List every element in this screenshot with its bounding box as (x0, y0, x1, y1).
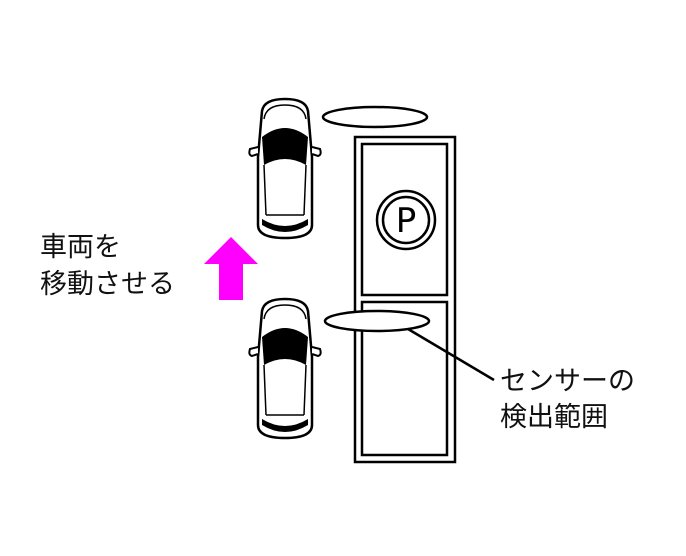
sensor-label-line2: 検出範囲 (500, 402, 608, 433)
sensor-range-front (321, 105, 429, 129)
car-front (248, 97, 322, 240)
move-label-line2: 移動させる (40, 269, 175, 300)
parking-space (353, 135, 457, 464)
parking-sign-letter: P (396, 201, 417, 241)
leader-line (407, 327, 495, 382)
car-rear (248, 297, 322, 440)
move-label-line1: 車両を (40, 232, 121, 263)
parking-sign-icon: P (375, 189, 437, 251)
sensor-label-line1: センサーの (500, 366, 635, 397)
sensor-range-rear (323, 309, 431, 333)
move-arrow-icon (204, 237, 258, 300)
